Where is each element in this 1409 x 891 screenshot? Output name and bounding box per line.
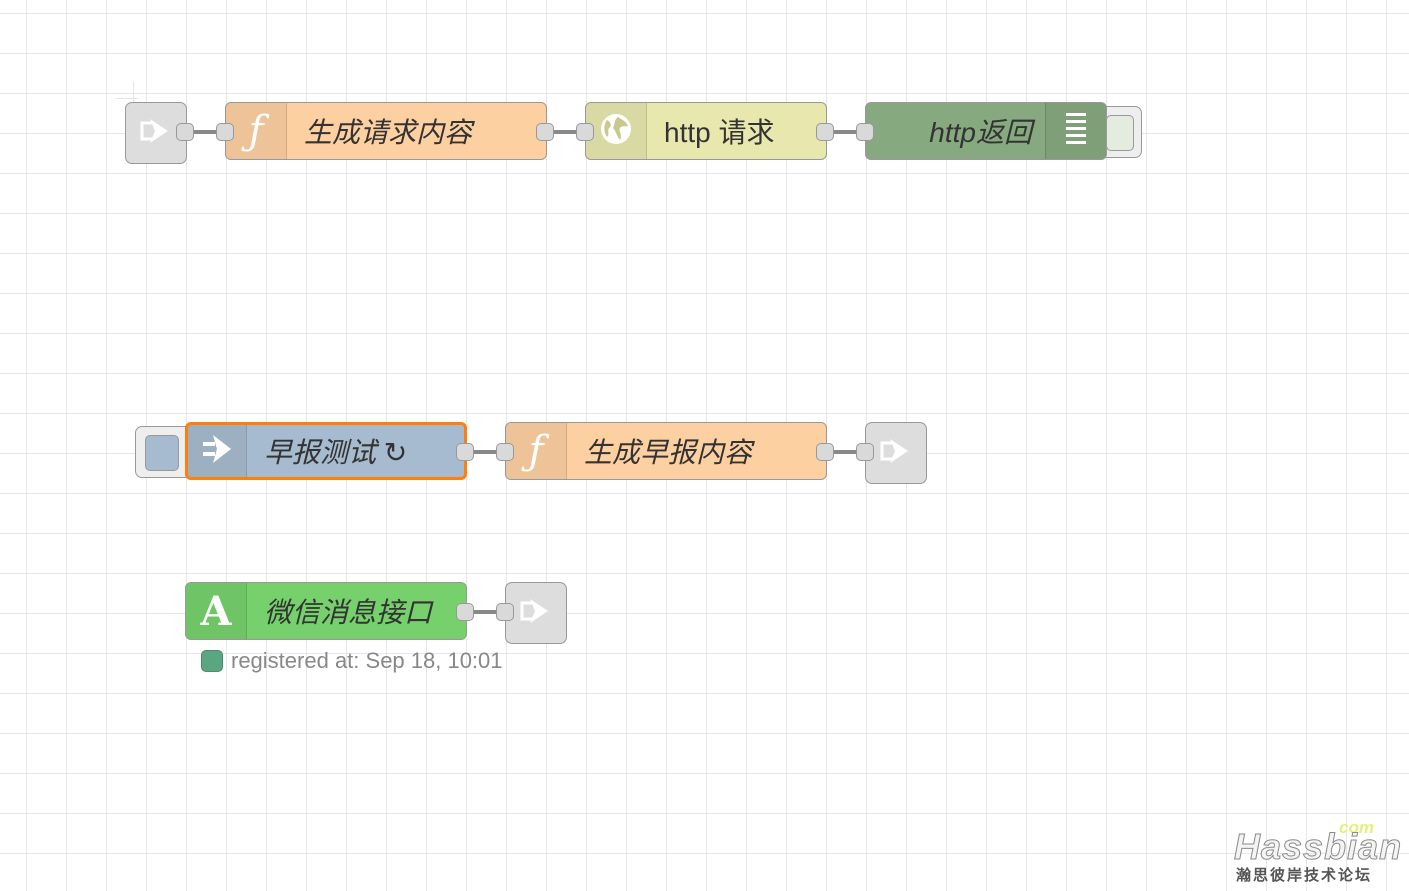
wire[interactable] xyxy=(546,130,586,134)
node-label: 微信消息接口 xyxy=(264,597,433,628)
canvas-cursor xyxy=(133,82,134,112)
output-port[interactable] xyxy=(456,443,474,461)
input-port[interactable] xyxy=(216,123,234,141)
inject-trigger-inner xyxy=(145,435,179,471)
output-port[interactable] xyxy=(536,123,554,141)
arrow-in-icon xyxy=(201,431,233,472)
letter-a-icon-area: A xyxy=(186,583,247,639)
node-label: http返回 xyxy=(929,117,1032,148)
wechat-node[interactable]: A 微信消息接口 xyxy=(185,582,467,640)
watermark-logo: com Hassbian 瀚思彼岸技术论坛 xyxy=(1232,818,1401,886)
list-icon xyxy=(1064,111,1088,152)
watermark-domain-suffix: com xyxy=(1339,818,1374,837)
wire[interactable] xyxy=(466,610,506,614)
function-icon-area: ƒ xyxy=(506,423,567,479)
node-label: http 请求 xyxy=(664,117,775,148)
function-node-report[interactable]: ƒ 生成早报内容 xyxy=(505,422,827,480)
node-status: registered at: Sep 18, 10:01 xyxy=(201,648,503,674)
link-in-icon xyxy=(138,111,174,156)
globe-icon xyxy=(598,111,634,152)
list-icon-area xyxy=(1045,103,1106,159)
canvas-cursor xyxy=(116,98,138,99)
debug-toggle-inner xyxy=(1106,115,1134,151)
output-port[interactable] xyxy=(456,603,474,621)
globe-icon-area xyxy=(586,103,647,159)
function-node-request[interactable]: ƒ 生成请求内容 xyxy=(225,102,547,160)
wire[interactable] xyxy=(466,450,506,454)
node-label: 早报测试 ↻ xyxy=(264,437,408,468)
node-label: 生成请求内容 xyxy=(304,117,473,148)
link-out-icon xyxy=(878,431,914,476)
output-port[interactable] xyxy=(816,123,834,141)
inject-node[interactable]: 早报测试 ↻ xyxy=(185,422,467,480)
letter-a-icon: A xyxy=(200,587,232,635)
http-request-node[interactable]: http 请求 xyxy=(585,102,827,160)
link-out-node[interactable] xyxy=(505,582,567,644)
wire[interactable] xyxy=(826,450,866,454)
wire[interactable] xyxy=(826,130,866,134)
input-port[interactable] xyxy=(496,603,514,621)
wire[interactable] xyxy=(186,130,226,134)
status-dot xyxy=(201,650,223,672)
input-port[interactable] xyxy=(576,123,594,141)
watermark-brand: Hassbian xyxy=(1233,826,1403,868)
input-port[interactable] xyxy=(856,443,874,461)
http-response-node[interactable]: http返回 xyxy=(865,102,1107,160)
function-icon: ƒ xyxy=(528,428,544,474)
input-port[interactable] xyxy=(496,443,514,461)
output-port[interactable] xyxy=(176,123,194,141)
output-port[interactable] xyxy=(816,443,834,461)
link-out-node[interactable] xyxy=(865,422,927,484)
watermark-subtitle: 瀚思彼岸技术论坛 xyxy=(1236,867,1373,884)
link-out-icon xyxy=(518,591,554,636)
function-icon: ƒ xyxy=(248,108,264,154)
input-port[interactable] xyxy=(856,123,874,141)
arrow-in-icon-area xyxy=(188,425,247,477)
status-text: registered at: Sep 18, 10:01 xyxy=(231,648,503,673)
node-label: 生成早报内容 xyxy=(584,437,753,468)
function-icon-area: ƒ xyxy=(226,103,287,159)
